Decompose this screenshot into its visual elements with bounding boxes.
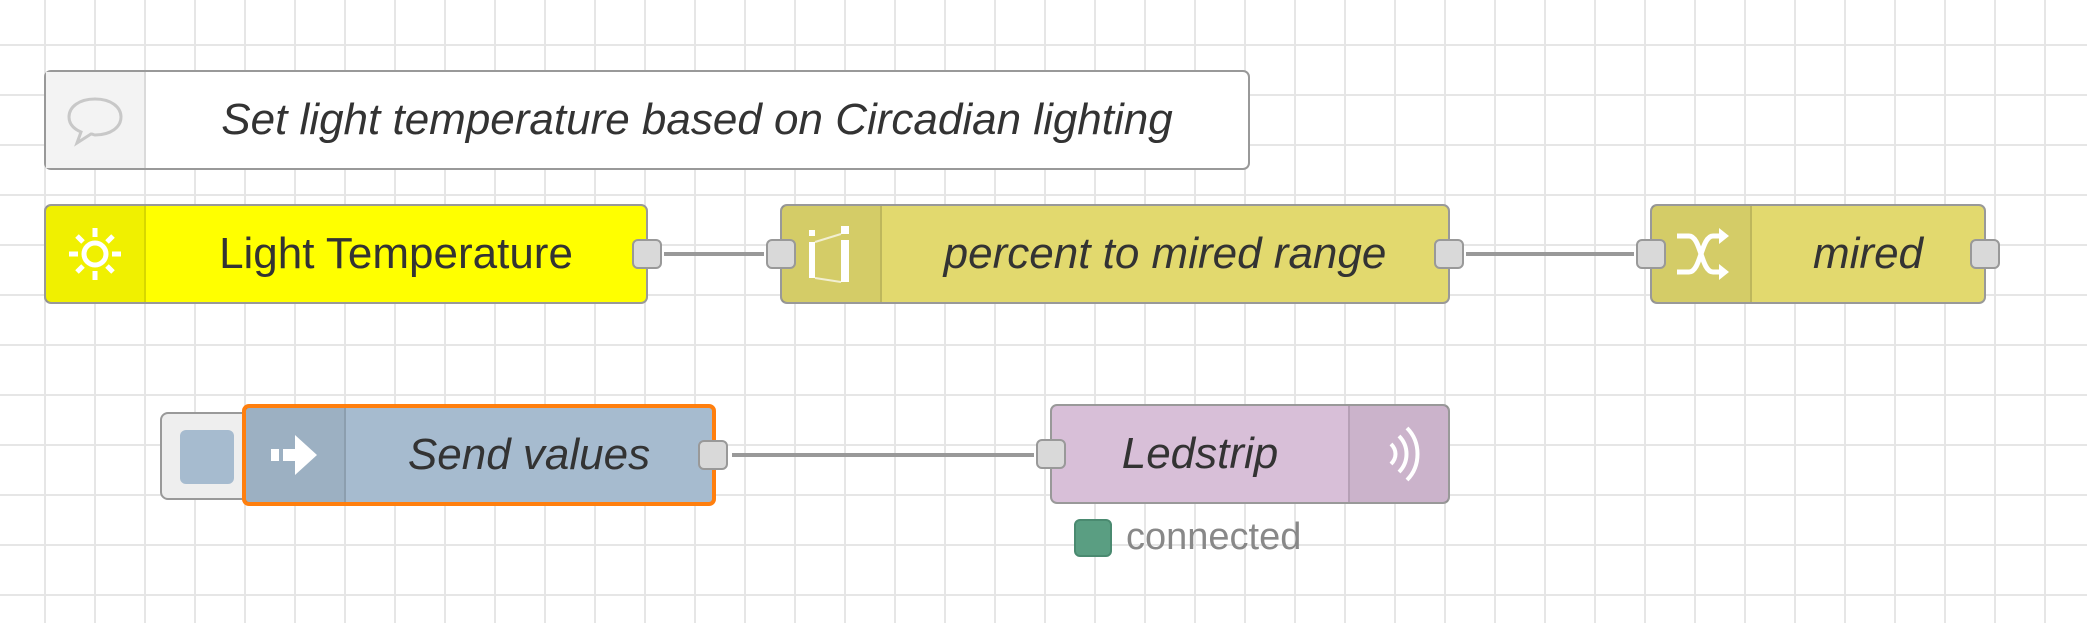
node-label: percent to mired range <box>943 229 1387 278</box>
sun-icon <box>46 206 146 302</box>
node-label: Send values <box>407 430 651 479</box>
broadcast-icon <box>1348 406 1448 502</box>
node-label: mired <box>1812 229 1924 278</box>
range-icon <box>782 206 882 302</box>
comment-icon <box>46 72 146 168</box>
output-port[interactable] <box>698 440 728 470</box>
inject-trigger-button[interactable] <box>160 412 252 500</box>
input-port[interactable] <box>766 239 796 269</box>
send-values-node[interactable]: Send values <box>242 404 728 506</box>
inject-button-face[interactable] <box>180 430 234 484</box>
input-port[interactable] <box>1636 239 1666 269</box>
mired-node[interactable]: mired <box>1636 204 2000 304</box>
percent-to-mired-node[interactable]: percent to mired range <box>766 204 1464 304</box>
output-port[interactable] <box>1434 239 1464 269</box>
comment-node[interactable]: Set light temperature based on Circadian… <box>44 70 1250 170</box>
comment-text: Set light temperature based on Circadian… <box>221 95 1173 144</box>
ledstrip-node[interactable]: Ledstrip <box>1036 404 1450 504</box>
shuffle-icon <box>1652 206 1752 302</box>
status-dot <box>1074 518 1112 557</box>
node-label: Light Temperature <box>219 229 573 278</box>
node-label: Ledstrip <box>1121 429 1279 478</box>
output-port[interactable] <box>632 239 662 269</box>
inject-arrow-icon <box>246 408 346 502</box>
light-temperature-node[interactable]: Light Temperature <box>44 204 662 304</box>
output-port[interactable] <box>1970 239 2000 269</box>
ledstrip-status: connected <box>1074 516 1301 559</box>
input-port[interactable] <box>1036 439 1066 469</box>
status-text: connected <box>1126 516 1302 558</box>
